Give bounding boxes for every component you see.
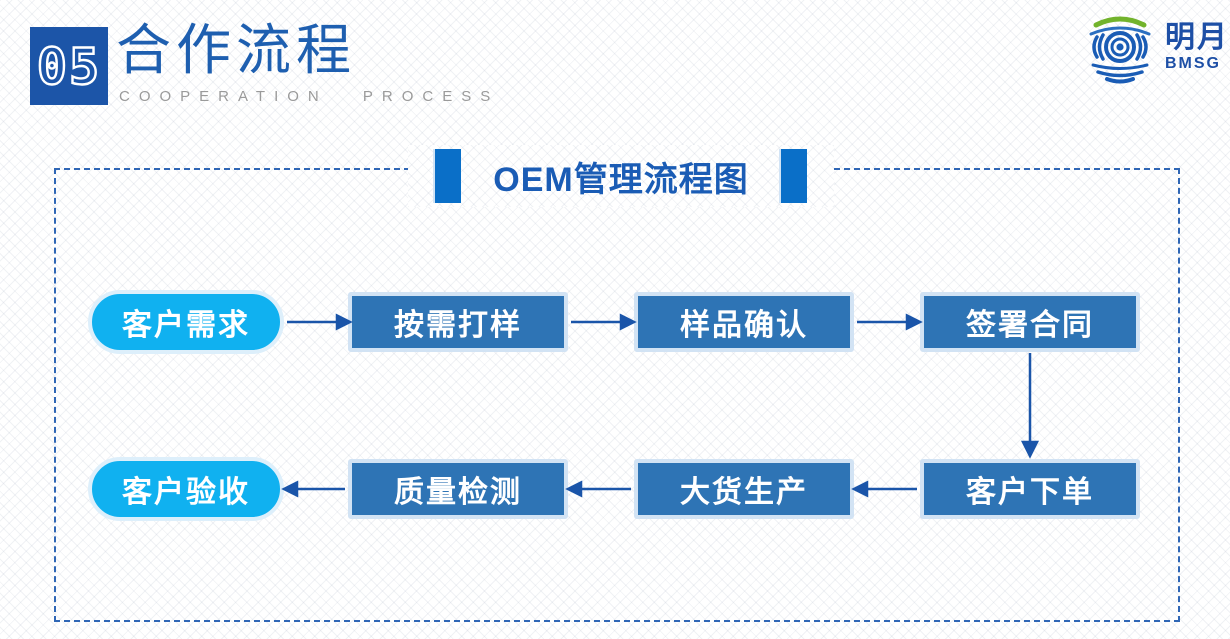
logo-text: 明月 BMSG (1165, 21, 1229, 73)
flow-node-sampling: 按需打样 (348, 292, 568, 352)
page-subtitle: COOPERATION PROCESS (119, 88, 500, 105)
flow-title-block: OEM管理流程图 (408, 145, 834, 207)
logo-emblem-icon (1089, 16, 1151, 84)
section-number: 05 (37, 38, 101, 96)
section-number-box: 05 (30, 27, 108, 105)
logo-abbr: BMSG (1165, 55, 1221, 72)
section-number-glyph: 05 (36, 37, 101, 97)
flow-node-customer-acceptance: 客户验收 (88, 457, 284, 521)
flow-node-sample-confirm: 样品确认 (634, 292, 854, 352)
flow-node-mass-production: 大货生产 (634, 459, 854, 519)
flow-frame (54, 168, 1180, 622)
logo-name: 明月 (1165, 21, 1229, 54)
title-bar-right-icon (780, 149, 807, 203)
flow-node-customer-demand: 客户需求 (88, 290, 284, 354)
title-bar-left-icon (435, 149, 462, 203)
flow-node-quality-inspection: 质量检测 (348, 459, 568, 519)
page-title: 合作流程 (116, 18, 357, 82)
flow-node-sign-contract: 签署合同 (920, 292, 1140, 352)
flow-node-customer-order: 客户下单 (920, 459, 1140, 519)
flow-title: OEM管理流程图 (493, 160, 749, 199)
logo: 明月 BMSG (1080, 6, 1229, 88)
